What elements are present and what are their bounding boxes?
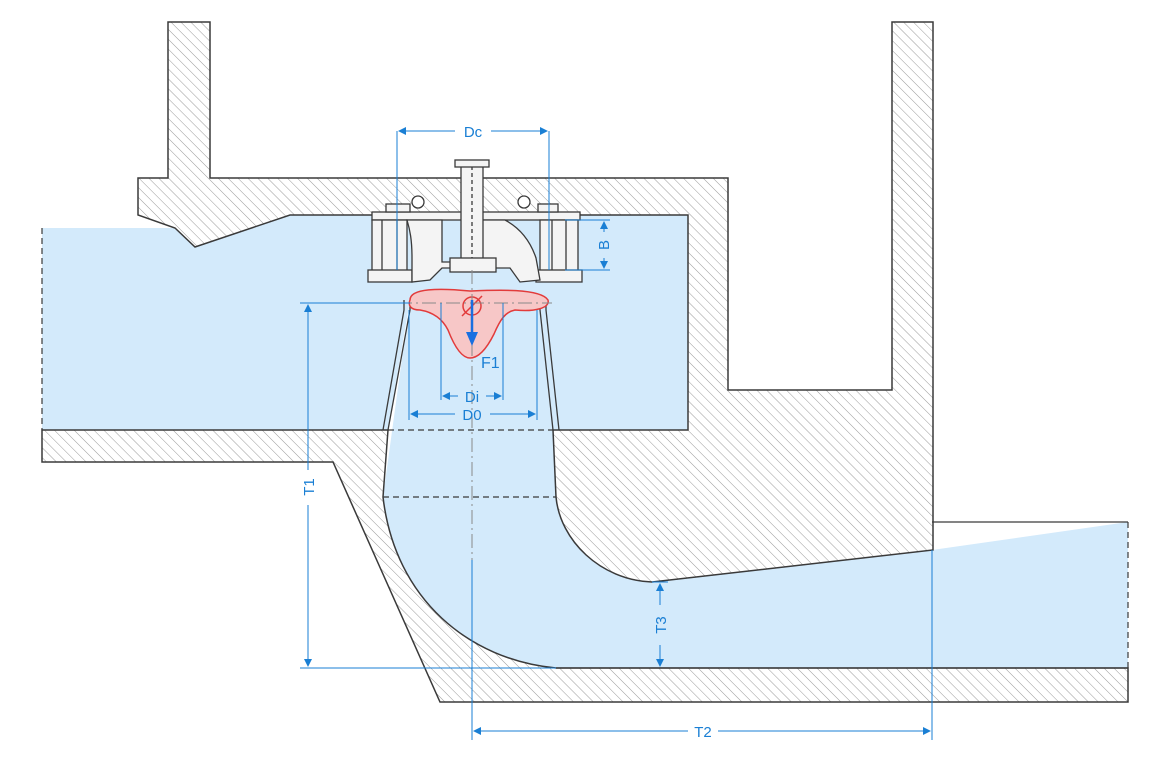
left-support-column	[371, 219, 408, 279]
force-f1-arrow	[466, 300, 478, 346]
label-b: B	[596, 240, 613, 250]
label-t2: T2	[694, 724, 712, 741]
label-di: Di	[465, 389, 479, 406]
left-eyebolt-icon	[411, 195, 425, 209]
upper-basin-water	[42, 215, 688, 430]
right-eyebolt-icon	[517, 195, 531, 209]
concrete-structure	[41, 21, 1129, 703]
water-boundary-lines	[41, 228, 1129, 669]
shaft-top-plate	[454, 159, 490, 168]
label-t3: T3	[653, 616, 670, 634]
label-d0: D0	[462, 407, 481, 424]
floor-slab-and-ramp	[41, 429, 1129, 703]
labels: Dc B F1 Di D0 T1 T2 T3	[301, 124, 712, 741]
label-f1: F1	[481, 355, 500, 372]
label-dc: Dc	[464, 124, 483, 141]
label-t1: T1	[301, 478, 318, 496]
impeller-blade-shape	[408, 288, 549, 359]
dimension-lines	[300, 127, 933, 740]
right-support-column	[539, 219, 579, 279]
pump-unit	[367, 159, 583, 431]
suction-duct-water	[383, 300, 1128, 668]
left-wall-and-ceiling	[137, 21, 934, 583]
